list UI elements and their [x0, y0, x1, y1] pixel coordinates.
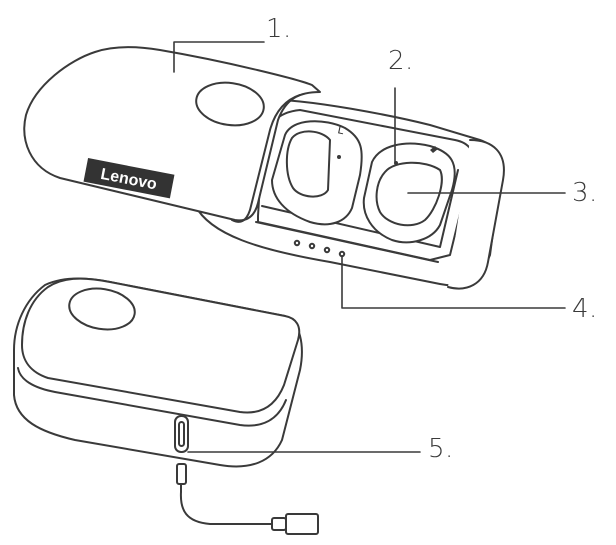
case-end-cap: [447, 139, 505, 290]
led-1: [293, 239, 301, 247]
usb-c-port-inner: [178, 421, 185, 447]
closed-case-seam: [17, 367, 287, 427]
cable-usb-a-connector: [285, 513, 319, 535]
led-3: [323, 246, 331, 254]
callout-1-label: 1.: [266, 14, 292, 44]
lid-edge: [231, 94, 301, 223]
cable-plug-top: [176, 463, 187, 485]
cavity-floor: [255, 221, 439, 263]
left-earbud: L: [271, 120, 363, 226]
closed-case: [13, 277, 303, 468]
closed-lid-thumb-dimple: [68, 287, 136, 331]
open-case: Lenovo L: [23, 46, 505, 290]
callout-3-label: 3.: [572, 178, 598, 208]
right-earbud-mark-glyph: [430, 146, 438, 153]
left-earbud-sensor-dot: [337, 155, 341, 159]
right-earbud-face: [375, 161, 443, 227]
battery-indicator-leds: [293, 239, 346, 258]
callout-4-label: 4.: [572, 294, 598, 324]
charging-cable-icon: [176, 463, 319, 535]
cable-cord: [179, 491, 273, 525]
left-earbud-face: [285, 130, 331, 198]
callout-5-label: 5.: [428, 434, 454, 464]
leader-line-4: [341, 255, 566, 309]
callout-2-label: 2.: [388, 46, 414, 76]
cable-plug-end: [271, 517, 287, 531]
leader-lines: [173, 41, 566, 453]
led-2: [308, 242, 316, 250]
left-earbud-mark: L: [336, 123, 346, 137]
leader-line-1: [173, 41, 265, 73]
lid-thumb-dimple: [195, 81, 265, 127]
